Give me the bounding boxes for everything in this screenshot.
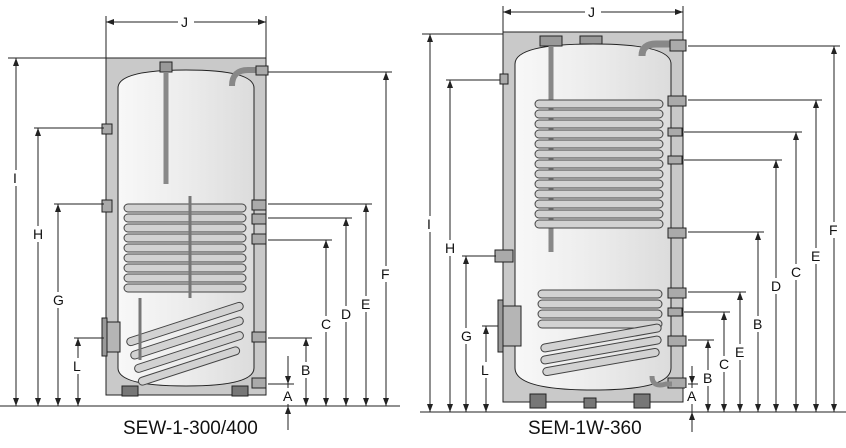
dim-label-g: G — [461, 328, 472, 344]
boiler-sew — [0, 16, 400, 430]
dim-label-j: J — [588, 4, 595, 20]
dim-label-d: D — [771, 278, 781, 294]
dim-label-e: E — [811, 248, 820, 264]
caption-sem: SEM-1W-360 — [528, 418, 642, 439]
anode-cap — [159, 61, 173, 73]
dimension-labels-sem: J I H G L F E C D B E C B A — [425, 4, 840, 404]
dim-label-j: J — [181, 14, 188, 30]
coil-lower — [126, 301, 244, 386]
coil-upper — [534, 99, 664, 229]
dim-label-c: C — [321, 316, 331, 332]
coil-upper — [123, 203, 247, 293]
dim-label-a: A — [687, 388, 697, 404]
dim-label-i: I — [427, 216, 431, 232]
dim-label-l: L — [73, 358, 81, 374]
dim-label-h: H — [445, 240, 455, 256]
dim-label-a: A — [283, 388, 293, 404]
coil-lower — [537, 289, 663, 377]
caption-sew: SEW-1-300/400 — [123, 418, 258, 439]
dim-label-c-lower: C — [719, 356, 729, 372]
dim-label-b: B — [753, 316, 762, 332]
dim-label-l: L — [481, 362, 489, 378]
dim-label-i: I — [13, 170, 17, 186]
dim-label-g: G — [53, 292, 64, 308]
dimension-labels-sew: J I H G L F E D C B A — [10, 14, 392, 404]
dim-label-e: E — [361, 296, 370, 312]
boiler-sem — [420, 6, 846, 432]
dim-label-c: C — [791, 264, 801, 280]
dim-label-b-lower: B — [703, 370, 712, 386]
dim-label-f: F — [829, 222, 838, 238]
dim-label-d: D — [341, 306, 351, 322]
dim-label-h: H — [33, 226, 43, 242]
dim-label-e-lower: E — [735, 344, 744, 360]
dim-label-f: F — [381, 266, 390, 282]
dim-label-b: B — [301, 362, 310, 378]
